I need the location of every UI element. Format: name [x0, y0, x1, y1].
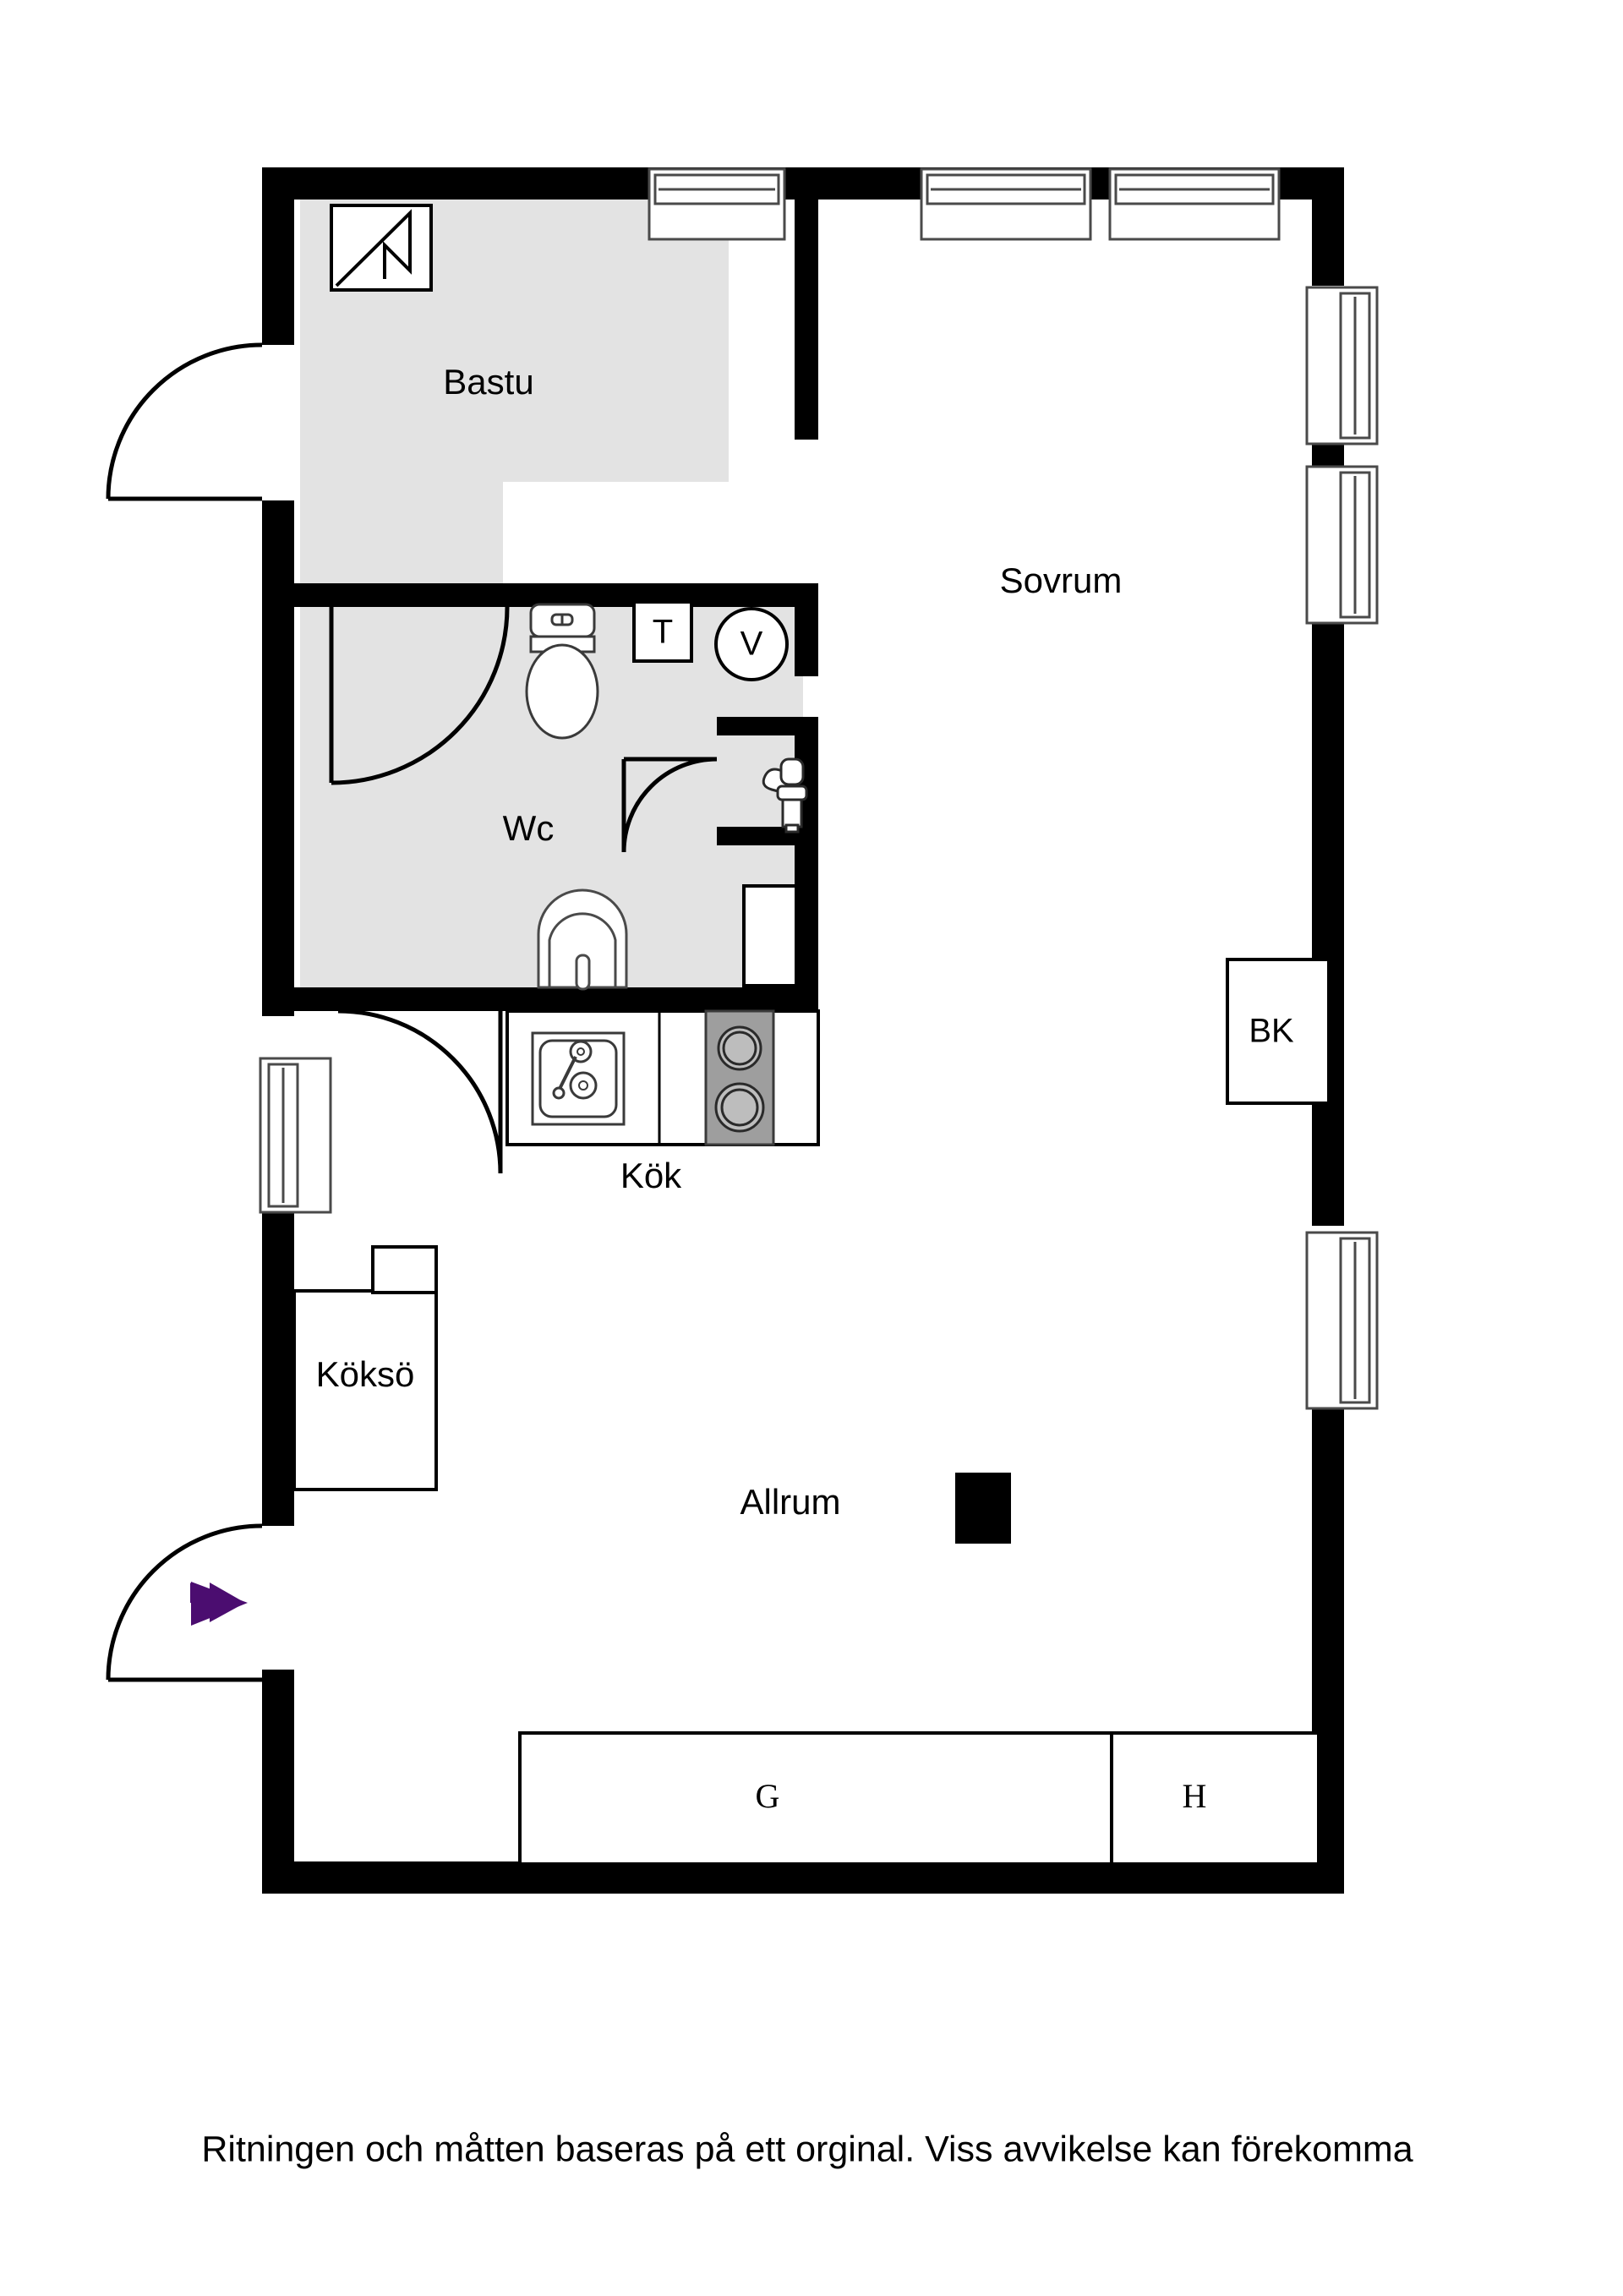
h-unit[interactable] — [1110, 1731, 1320, 1866]
window-right-1 — [1305, 286, 1379, 446]
wall-right-seg-b — [1312, 621, 1344, 1226]
wall-shower-top — [717, 717, 818, 735]
room-label-allrum: Allrum — [740, 1482, 840, 1522]
bk-label: BK — [1249, 1013, 1294, 1050]
wc-connector-fill — [300, 473, 503, 600]
room-label-sovrum: Sovrum — [1000, 560, 1123, 600]
door-kitchen — [337, 1009, 503, 1174]
wall-kitchen-top — [507, 987, 818, 1011]
marker-v-label: V — [740, 626, 763, 663]
washbasin-fixture — [537, 888, 628, 991]
bottom-units-group: G H — [518, 1731, 1320, 1866]
window-top-2 — [920, 167, 1092, 241]
door-sauna — [106, 342, 263, 501]
door-entrance — [106, 1523, 263, 1682]
wall-left-lower — [262, 1209, 294, 1526]
toilet-fixture — [525, 603, 599, 740]
room-label-wc: Wc — [503, 808, 555, 848]
internal-walls-group — [294, 167, 818, 1011]
sovrum-closet — [742, 884, 798, 987]
wall-left-bottom — [262, 1670, 294, 1894]
window-top-3 — [1108, 167, 1281, 241]
sauna-heater-symbol — [330, 204, 433, 292]
fireplace-block — [955, 1473, 1011, 1544]
windows-right-group — [1305, 286, 1379, 1410]
wall-left-middle — [262, 500, 294, 1016]
marker-t-label: T — [653, 614, 673, 651]
wall-partition-upper — [795, 167, 818, 440]
kokso-unit: Köksö — [292, 1245, 438, 1491]
room-label-bastu: Bastu — [443, 362, 533, 402]
window-right-2 — [1305, 465, 1379, 625]
bk-cabinet[interactable]: BK — [1226, 958, 1331, 1105]
plan-caption: Ritningen och måtten baseras på ett orgi… — [201, 2129, 1413, 2169]
g-unit[interactable] — [518, 1731, 1113, 1866]
marker-t: T — [632, 600, 693, 663]
windows-top-group — [648, 167, 1281, 241]
entrance-arrow[interactable] — [190, 1582, 248, 1626]
wall-right-seg-a — [1312, 444, 1344, 469]
wall-left-upper — [262, 167, 294, 345]
window-left-1 — [259, 1057, 332, 1214]
shower-fixture — [762, 757, 808, 834]
marker-v: V — [714, 607, 789, 681]
door-wc — [329, 606, 510, 785]
wc-floor-fill — [300, 592, 803, 998]
kokso-label: Köksö — [316, 1354, 415, 1394]
window-top-1 — [648, 167, 786, 241]
g-label: G — [756, 1777, 780, 1815]
window-right-3 — [1305, 1231, 1379, 1410]
room-label-kok: Kök — [620, 1156, 682, 1195]
wall-shower-bottom — [717, 827, 818, 845]
wall-right-upper — [1312, 167, 1344, 286]
h-label: H — [1183, 1777, 1207, 1815]
door-shower — [621, 757, 718, 853]
wall-bottom — [262, 1861, 1344, 1894]
wall-bastu-wc-left — [294, 583, 510, 607]
kitchen-stove-fixture — [704, 1009, 775, 1146]
kitchen-sink-fixture — [531, 1031, 626, 1126]
wall-wc-bottom-left — [294, 987, 514, 1011]
doors-group — [106, 342, 718, 1682]
